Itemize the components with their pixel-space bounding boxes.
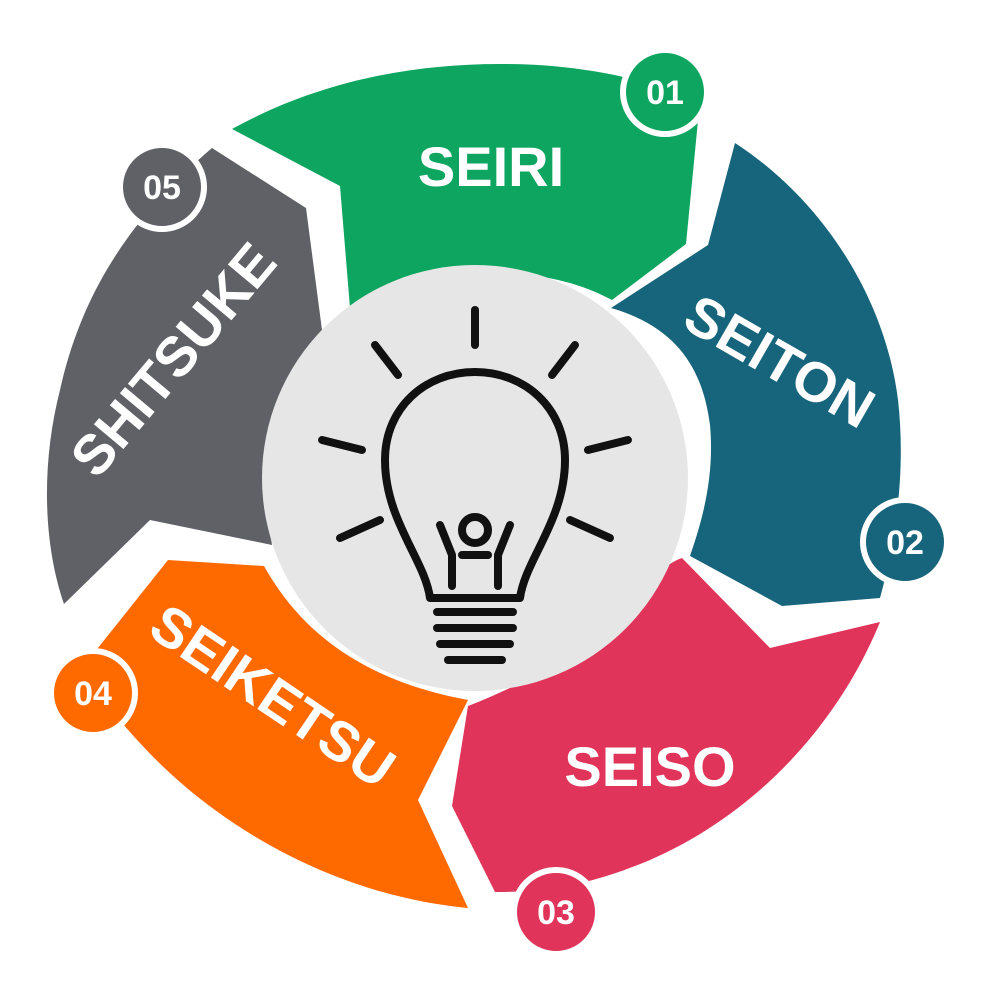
badge-05: 05: [117, 142, 207, 232]
lightbulb-icon: [318, 306, 632, 664]
badge-03: 03: [511, 867, 601, 957]
badge-02: 02: [860, 497, 950, 587]
badge-01-number: 01: [646, 74, 684, 112]
badge-04-number: 04: [74, 675, 112, 713]
badge-01: 01: [620, 47, 710, 137]
segment-seiton: SEITON: [611, 143, 901, 606]
badge-02-number: 02: [886, 524, 924, 562]
segment-seiri-label: SEIRI: [418, 135, 564, 198]
badge-04: 04: [48, 648, 138, 738]
badge-03-number: 03: [537, 894, 575, 932]
badge-05-number: 05: [143, 169, 181, 207]
segment-seiso-label: SEISO: [564, 735, 735, 798]
segment-shitsuke-shape: [46, 148, 323, 604]
segment-seiton-shape: [611, 143, 901, 606]
segment-seiri-shape: [232, 64, 700, 308]
segment-seiso-shape: [452, 558, 880, 892]
segment-seiri: SEIRI: [232, 64, 700, 308]
segment-seiso: SEISO: [452, 558, 880, 892]
center-disc: [262, 265, 688, 691]
segment-seiketsu-shape: [82, 560, 468, 908]
